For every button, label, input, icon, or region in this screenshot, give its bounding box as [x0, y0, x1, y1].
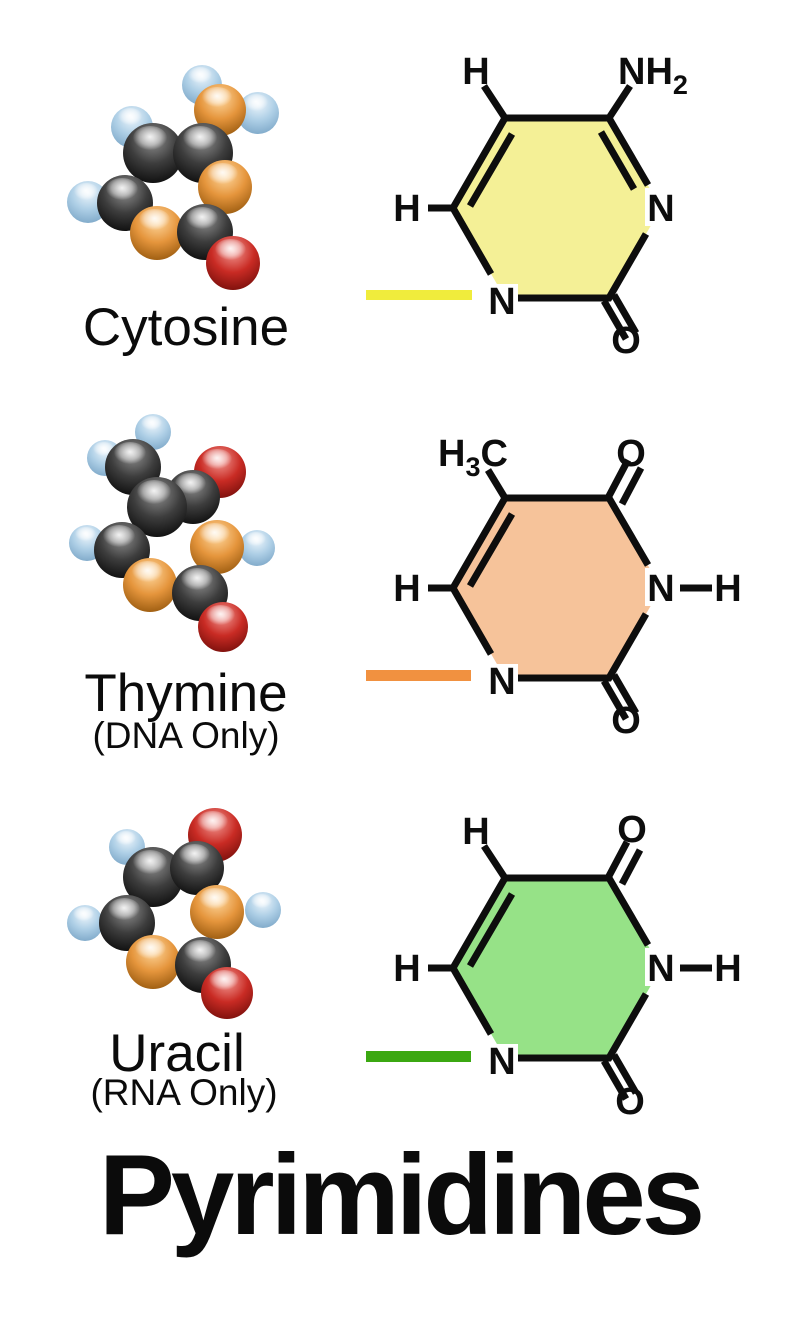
atom-label-h: H	[462, 51, 489, 93]
oxygen-atom	[201, 967, 253, 1019]
oxygen-atom	[206, 236, 260, 290]
h-bond-line	[481, 844, 508, 880]
h-bond-line	[481, 84, 508, 120]
atom-label-o4: O	[616, 433, 646, 475]
atom-label-h: H	[393, 948, 420, 990]
cytosine-ring-fill	[453, 118, 661, 298]
double-bond-line	[466, 892, 516, 968]
uracil-label: Uracil	[109, 1024, 245, 1083]
amine-bond-line	[606, 84, 633, 120]
methyl-label: H3C	[438, 433, 508, 482]
cytosine-attachment-dash	[366, 290, 472, 300]
carbonyl-bond-line	[618, 466, 645, 506]
hydrogen-atom	[245, 892, 281, 928]
hydrogen-atom	[67, 905, 103, 941]
diagram-title: Pyrimidines	[98, 1132, 705, 1259]
carbon-atom	[172, 565, 228, 621]
atom-label-o2: O	[611, 320, 641, 362]
carbonyl-bond-line	[600, 299, 630, 341]
bond-path	[449, 586, 495, 656]
uracil-structural-formula: H O H N H N O	[366, 809, 742, 1123]
thymine-sublabel: (DNA Only)	[92, 715, 280, 756]
carbonyl-bond-line	[600, 1059, 630, 1101]
label-backing	[486, 284, 518, 318]
atom-label-h: H	[393, 188, 420, 230]
label-backing	[645, 188, 677, 226]
double-bond-line	[466, 132, 516, 208]
cytosine-structural-formula: H NH2 H N N O	[366, 51, 688, 362]
thymine-label: Thymine	[84, 664, 288, 723]
label-backing	[645, 568, 677, 606]
nitrogen-atom	[126, 935, 180, 989]
atom-label-o2: O	[611, 700, 641, 742]
atom-label-n1: N	[488, 281, 515, 323]
carbonyl-bond-line	[618, 848, 644, 886]
oxygen-atom	[198, 602, 248, 652]
thymine-structural-formula: H3C O H N H N O	[366, 433, 742, 742]
bond-path	[518, 992, 650, 1062]
atom-label-n3: N	[647, 188, 674, 230]
atom-label-h: H	[393, 568, 420, 610]
cytosine-label: Cytosine	[82, 298, 290, 357]
bond-path	[518, 612, 650, 682]
atom-label-n1: N	[488, 1041, 515, 1083]
carbon-atom	[127, 477, 187, 537]
nitrogen-atom	[130, 206, 184, 260]
hydrogen-atom	[239, 530, 275, 566]
cytosine-3d-model	[60, 40, 320, 310]
bond-path	[449, 206, 495, 276]
thymine-3d-model	[50, 400, 330, 670]
atom-label-nh2: NH2	[618, 51, 688, 100]
uracil-ring-fill	[453, 878, 661, 1058]
label-backing	[486, 1044, 518, 1078]
double-bond-line	[597, 130, 638, 191]
atom-label-n3: N	[647, 568, 674, 610]
uracil-attachment-dash	[366, 1051, 471, 1062]
bond-path	[449, 966, 495, 1036]
carbonyl-bond-line	[605, 840, 631, 878]
bond-path	[518, 232, 650, 302]
nitrogen-atom	[123, 558, 177, 612]
carbon-atom	[170, 841, 224, 895]
hydrogen-atom	[109, 829, 145, 865]
amide-h-label: H	[714, 568, 741, 610]
carbonyl-bond-line	[610, 673, 640, 715]
label-backing	[486, 664, 518, 698]
thymine-attachment-dash	[366, 670, 471, 681]
carbonyl-bond-line	[600, 679, 630, 721]
carbonyl-bond-line	[605, 458, 632, 498]
carbonyl-bond-line	[610, 293, 640, 335]
atom-label-o2: O	[615, 1081, 645, 1123]
thymine-ring-fill	[453, 498, 661, 678]
atom-label-n3: N	[647, 948, 674, 990]
uracil-sublabel: (RNA Only)	[90, 1072, 278, 1113]
double-bond-line	[466, 512, 516, 588]
atom-label-h: H	[462, 811, 489, 853]
nitrogen-atom	[190, 885, 244, 939]
methyl-bond-line	[485, 468, 508, 500]
atom-label-o4: O	[617, 809, 647, 851]
amide-h-label: H	[714, 948, 741, 990]
atom-label-n1: N	[488, 661, 515, 703]
label-backing	[645, 948, 677, 986]
carbonyl-bond-line	[610, 1053, 640, 1095]
uracil-3d-model	[50, 780, 330, 1030]
